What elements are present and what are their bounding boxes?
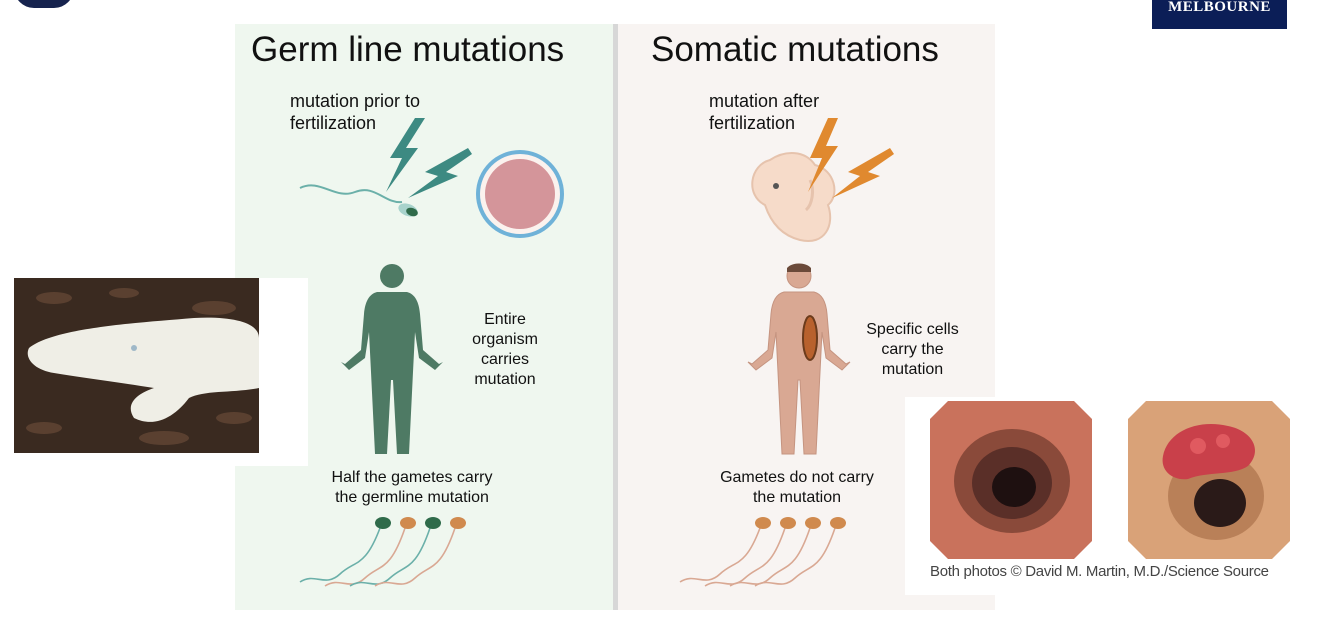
normal-sperm-icon <box>704 517 796 587</box>
mutant-sperm-icon <box>299 517 391 583</box>
photo-credit: Both photos © David M. Martin, M.D./Scie… <box>930 563 1269 580</box>
germline-fertilization-illustration <box>299 118 564 238</box>
colonoscopy-photos-frame: Both photos © David M. Martin, M.D./Scie… <box>905 397 1305 595</box>
normal-sperm-icon <box>679 517 771 583</box>
somatic-title: Somatic mutations <box>651 30 939 69</box>
slide-title-fragment <box>0 0 70 10</box>
normal-human-figure-icon <box>747 263 851 455</box>
mutant-sperm-icon <box>349 517 441 587</box>
colon-tumor-photo <box>1128 401 1290 559</box>
sperm-icon <box>299 184 418 217</box>
university-logo: MELBOURNE <box>1152 0 1287 29</box>
germline-title: Germ line mutations <box>251 30 565 69</box>
panel-divider <box>613 24 618 610</box>
albino-alligator-photo-frame <box>14 278 308 466</box>
mutated-organ-icon <box>802 315 818 361</box>
normal-colon-photo <box>930 401 1092 559</box>
mutant-human-figure-icon <box>341 264 443 454</box>
albino-alligator-photo <box>14 278 308 466</box>
normal-sperm-icon <box>374 517 466 587</box>
somatic-lightning-icon <box>808 118 894 198</box>
germline-lightning-icon <box>386 118 472 198</box>
germline-gametes-label: Half the gametes carry the germline muta… <box>331 469 493 506</box>
somatic-gametes-illustration <box>679 517 846 587</box>
germline-event-label: mutation prior to fertilization <box>290 91 421 133</box>
somatic-gametes-label: Gametes do not carry the mutation <box>720 469 874 506</box>
embryo-icon <box>751 152 836 243</box>
somatic-cells-label: Specific cells carry the mutation <box>866 321 959 378</box>
egg-cell-icon <box>476 150 564 238</box>
somatic-event-label: mutation after fertilization <box>709 91 820 133</box>
normal-sperm-icon <box>324 517 416 587</box>
normal-sperm-icon <box>754 517 846 587</box>
normal-sperm-icon <box>729 517 821 587</box>
somatic-embryo-illustration <box>751 118 894 243</box>
germline-gametes-illustration <box>299 517 466 587</box>
germline-organism-label: Entire organism carries mutation <box>472 311 538 388</box>
